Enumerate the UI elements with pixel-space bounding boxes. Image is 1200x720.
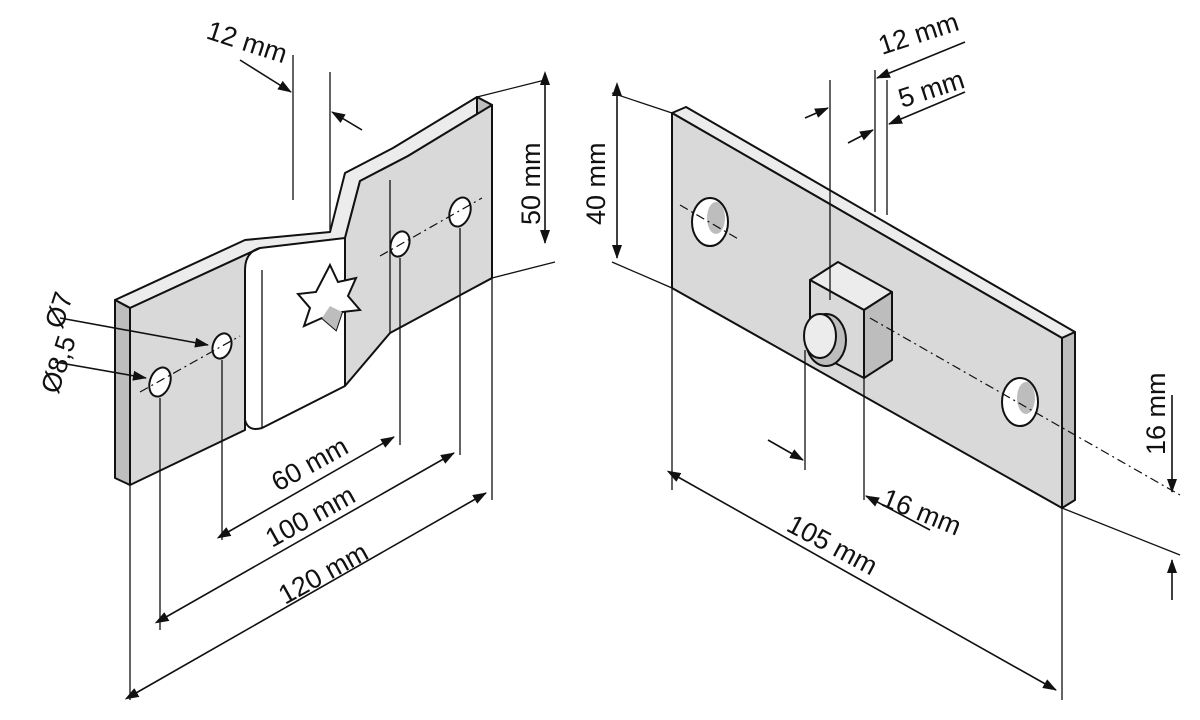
stud-block-side xyxy=(863,291,893,379)
leader-hole-small xyxy=(59,317,209,348)
label-height-40: 40 mm xyxy=(581,142,611,225)
label-height-50: 50 mm xyxy=(516,142,546,225)
hole-large-left xyxy=(148,366,172,398)
hole-small-left xyxy=(211,332,233,360)
label-offset-16-vertical: 16 mm xyxy=(1141,372,1171,455)
label-dim-100: 100 mm xyxy=(260,480,360,554)
dim-line-60 xyxy=(216,436,395,539)
ext-50-bottom xyxy=(491,261,556,279)
plate-hole-left-shade xyxy=(707,202,725,234)
dim-arrow-5 xyxy=(888,91,966,125)
stud-face xyxy=(803,313,837,359)
label-offset-16-horizontal: 16 mm xyxy=(878,483,966,542)
label-dim-12: 12 mm xyxy=(875,7,963,61)
plate-hole-right-shade xyxy=(1017,382,1035,414)
dim-arrow-12-inner xyxy=(847,129,874,144)
ext-40-bottom xyxy=(611,261,673,289)
dim-arrow-12 xyxy=(876,41,966,79)
ext-16-vertical-bottom xyxy=(1061,507,1181,556)
dim-arrow-12-left xyxy=(239,59,292,93)
ext-50-top xyxy=(476,79,546,98)
plate-right-side xyxy=(1061,331,1076,509)
dim-arrow-12-right xyxy=(331,111,363,131)
leader-hole-large xyxy=(54,361,147,381)
centerline-left-holes xyxy=(139,335,241,393)
dim-arrow-16h-left xyxy=(767,439,804,461)
label-hole-large: Ø8,5 xyxy=(35,332,82,397)
centerline-plate-left xyxy=(679,204,741,241)
left-bracket xyxy=(54,55,556,700)
centerline-right-holes xyxy=(379,197,483,257)
ext-40-top xyxy=(611,92,673,114)
star-hole-shade xyxy=(322,306,342,330)
label-hole-small: Ø7 xyxy=(39,288,79,332)
centerline-stud xyxy=(869,317,1181,496)
label-flange-12: 12 mm xyxy=(203,15,291,69)
right-plate xyxy=(611,41,1181,700)
dim-arrow-16h-right xyxy=(865,495,931,531)
dim-line-105 xyxy=(666,470,1057,691)
hole-large-right xyxy=(448,196,472,228)
dim-arrow-stud-left xyxy=(804,107,829,119)
